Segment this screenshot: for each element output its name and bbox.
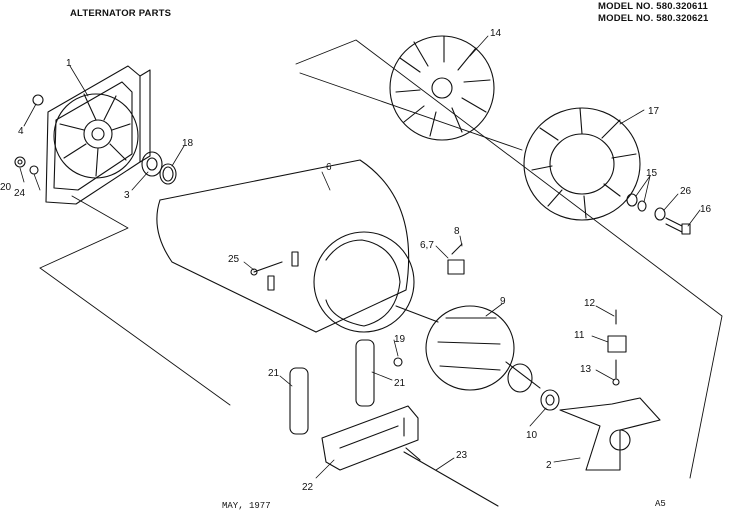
callout-8: 8 bbox=[454, 226, 460, 237]
rotor bbox=[395, 305, 541, 393]
callout-15: 15 bbox=[646, 168, 658, 179]
bearing bbox=[141, 151, 163, 177]
guard-hardware bbox=[626, 193, 691, 235]
callout-25: 25 bbox=[228, 254, 240, 265]
callout-13: 13 bbox=[580, 364, 592, 375]
callout-16: 16 bbox=[700, 204, 712, 215]
housing-hardware bbox=[250, 243, 465, 276]
diagram-date: MAY, 1977 bbox=[222, 501, 271, 511]
callout-6: 6 bbox=[326, 162, 332, 173]
rotor-bearing bbox=[540, 389, 560, 411]
callout-labels: 1 2 3 4 6 6,7 8 9 10 11 12 13 14 15 16 1… bbox=[0, 28, 712, 493]
callout-2: 2 bbox=[546, 460, 552, 471]
page-code: A5 bbox=[655, 499, 666, 509]
callout-20: 20 bbox=[0, 182, 12, 193]
stator-housing bbox=[156, 159, 415, 333]
callout-1: 1 bbox=[66, 58, 72, 69]
callout-9: 9 bbox=[500, 296, 506, 307]
assembly-outline bbox=[39, 39, 723, 479]
end-bracket bbox=[45, 65, 151, 205]
model-number-2: MODEL NO. 580.320621 bbox=[598, 13, 709, 24]
callout-6-7: 6,7 bbox=[420, 240, 434, 251]
fan bbox=[389, 35, 495, 141]
callout-3: 3 bbox=[124, 190, 130, 201]
rear-bracket bbox=[559, 397, 661, 471]
callout-18: 18 bbox=[182, 138, 194, 149]
retaining-ring bbox=[159, 163, 177, 185]
model-number-1: MODEL NO. 580.320611 bbox=[598, 1, 708, 12]
base-bracket bbox=[321, 405, 419, 471]
callout-12: 12 bbox=[584, 298, 596, 309]
diagram-title: ALTERNATOR PARTS bbox=[70, 8, 172, 19]
callout-14: 14 bbox=[490, 28, 502, 39]
callout-11: 11 bbox=[574, 330, 585, 341]
callout-19: 19 bbox=[394, 334, 406, 345]
callout-21-left: 21 bbox=[268, 368, 280, 379]
callout-4: 4 bbox=[18, 126, 24, 137]
fan-guard bbox=[523, 107, 641, 221]
callout-21-right: 21 bbox=[394, 378, 406, 389]
callout-26: 26 bbox=[680, 186, 692, 197]
leader-lines bbox=[19, 35, 701, 479]
callout-23: 23 bbox=[456, 450, 468, 461]
brush-holder bbox=[607, 309, 627, 386]
through-bolt bbox=[403, 447, 499, 507]
callout-17: 17 bbox=[648, 106, 660, 117]
callout-10: 10 bbox=[526, 430, 538, 441]
mounting-straps bbox=[289, 339, 375, 435]
washer bbox=[393, 357, 403, 367]
callout-22: 22 bbox=[302, 482, 314, 493]
callout-24: 24 bbox=[14, 188, 26, 199]
